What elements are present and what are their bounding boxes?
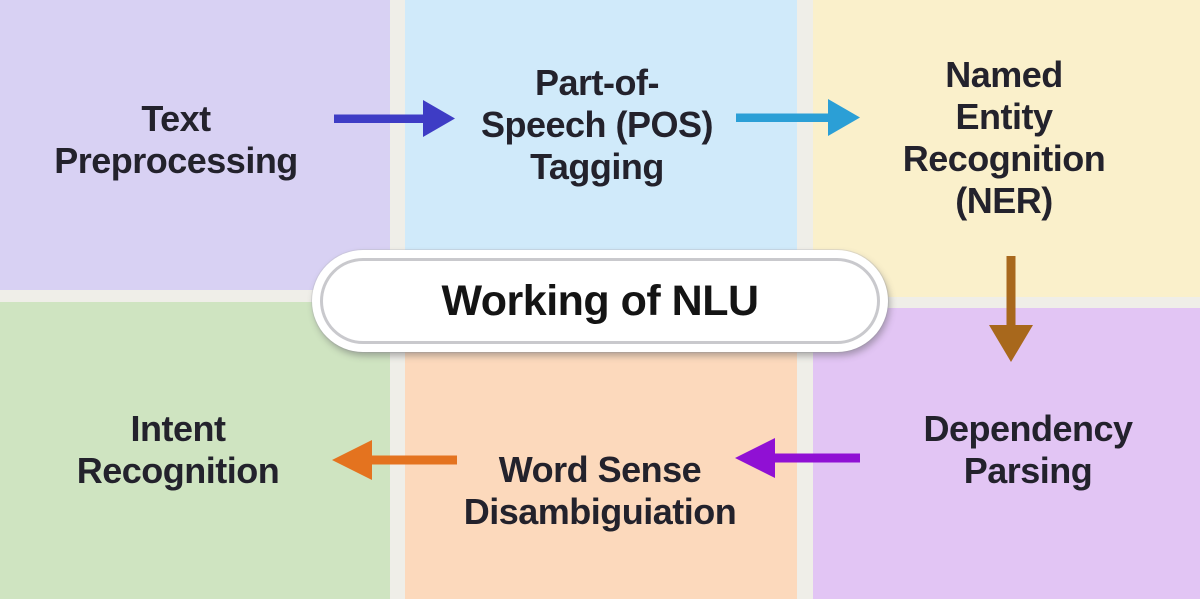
arrow-dependency-to-wordsense bbox=[735, 438, 860, 478]
arrow-ner-to-dependency bbox=[989, 256, 1033, 362]
panel-ner bbox=[813, 0, 1200, 297]
label-ner: Named Entity Recognition (NER) bbox=[902, 53, 1106, 222]
panel-text-preprocessing bbox=[0, 0, 390, 290]
panel-word-sense-disambiguation bbox=[405, 352, 797, 599]
label-word-sense-disambiguation: Word Sense Disambiguiation bbox=[463, 448, 737, 532]
label-intent-recognition: Intent Recognition bbox=[76, 407, 280, 491]
title-pill-ring: Working of NLU bbox=[320, 258, 880, 344]
title-pill: Working of NLU bbox=[312, 250, 888, 352]
arrow-pos-to-ner bbox=[736, 99, 860, 136]
diagram-title: Working of NLU bbox=[441, 276, 759, 325]
arrow-wordsense-to-intent bbox=[332, 440, 457, 480]
panel-intent-recognition bbox=[0, 302, 390, 599]
panel-dependency-parsing bbox=[813, 308, 1200, 599]
arrow-preprocessing-to-pos bbox=[334, 100, 455, 137]
label-dependency-parsing: Dependency Parsing bbox=[923, 407, 1133, 491]
label-text-preprocessing: Text Preprocessing bbox=[54, 97, 298, 181]
label-pos-tagging: Part-of- Speech (POS) Tagging bbox=[480, 61, 714, 188]
